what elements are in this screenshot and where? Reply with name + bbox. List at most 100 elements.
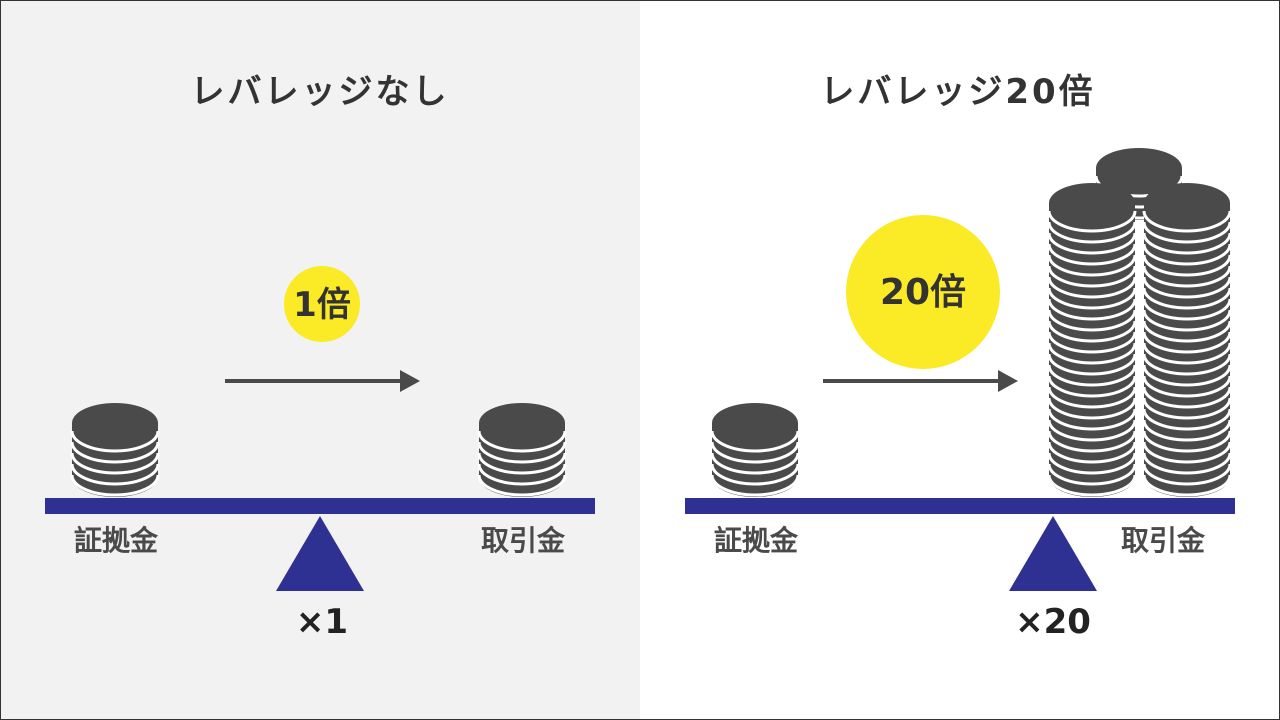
coin-separator <box>710 452 800 475</box>
left-badge-circle <box>284 266 360 342</box>
coin-separator <box>1142 254 1232 277</box>
coin-separator <box>1047 419 1137 442</box>
coin-separator <box>1142 441 1232 464</box>
coin-separator <box>1142 320 1232 343</box>
coin-separator <box>1047 232 1137 255</box>
coin-separator <box>1142 419 1232 442</box>
coin-separator <box>1142 298 1232 321</box>
right-panel-title: レバレッジ20倍 <box>820 72 1095 112</box>
coin-separator <box>710 441 800 464</box>
coin-separator <box>1047 408 1137 431</box>
coin-separator <box>1142 397 1232 420</box>
balance-beam <box>45 498 595 514</box>
coin-separator <box>1047 243 1137 266</box>
right-panel: レバレッジ20倍 20倍 証拠金 取引金 ×20 <box>685 72 1235 642</box>
coin-separator <box>477 452 567 475</box>
coin-separator <box>1142 342 1232 365</box>
coin-separator <box>1142 474 1232 497</box>
coin-separator <box>1142 287 1232 310</box>
coin-separator <box>1142 430 1232 453</box>
coin-separator <box>1142 221 1232 244</box>
left-panel-title: レバレッジなし <box>191 72 450 112</box>
coin-stack-icon <box>70 403 160 497</box>
coin-separator <box>1047 474 1137 497</box>
arrow-right-icon <box>225 370 420 392</box>
coin-stack-icon <box>1047 183 1137 497</box>
coin-separator <box>1047 331 1137 354</box>
coin-separator <box>1047 254 1137 277</box>
coin-separator <box>477 430 567 453</box>
coin-separator <box>710 430 800 453</box>
margin-label: 証拠金 <box>714 524 799 557</box>
coin-separator <box>1047 452 1137 475</box>
coin-separator <box>1142 309 1232 332</box>
coin-separator <box>477 463 567 486</box>
coin-separator <box>1047 265 1137 288</box>
coin-separator <box>1047 287 1137 310</box>
coin-separator <box>1047 320 1137 343</box>
coin-top-face <box>72 403 158 443</box>
trade-amount-label: 取引金 <box>1121 524 1206 557</box>
coin-separator <box>1142 375 1232 398</box>
coin-separator <box>1047 386 1137 409</box>
coin-separator <box>1142 276 1232 299</box>
coin-separator <box>1047 430 1137 453</box>
coin-stack-icon <box>710 403 800 497</box>
coin-separator <box>1047 210 1137 233</box>
coin-separator <box>1047 353 1137 376</box>
coin-separator <box>1142 353 1232 376</box>
coin-top-face <box>1144 183 1230 223</box>
coin-separator <box>70 463 160 486</box>
coin-top-face <box>712 403 798 443</box>
coin-separator <box>1142 232 1232 255</box>
coin-separator <box>477 441 567 464</box>
left-panel: レバレッジなし 1倍 証拠金 取引金 ×1 <box>45 72 595 642</box>
coin-separator <box>70 430 160 453</box>
coin-separator <box>1047 463 1137 486</box>
right-badge-circle <box>846 215 1000 369</box>
left-badge-text: 1倍 <box>293 285 351 325</box>
coin-separator <box>1142 408 1232 431</box>
coin-body <box>1144 203 1230 497</box>
coin-separator <box>70 474 160 497</box>
coin-body <box>72 423 158 497</box>
coin-separator <box>1142 463 1232 486</box>
coin-stack-icon <box>477 403 567 497</box>
coin-separator <box>70 441 160 464</box>
left-panel-background <box>0 0 640 720</box>
coin-separator <box>1047 298 1137 321</box>
multiplier-label: ×20 <box>1015 602 1091 642</box>
coin-body <box>712 423 798 497</box>
coin-top-face <box>479 403 565 443</box>
coin-separator <box>70 452 160 475</box>
margin-label: 証拠金 <box>74 524 159 557</box>
coin-top-face <box>1049 183 1135 223</box>
triangle-fulcrum-icon <box>1009 516 1097 591</box>
arrow-right-icon <box>823 370 1018 392</box>
coin-separator <box>710 463 800 486</box>
balance-beam <box>685 498 1235 514</box>
coin-separator <box>1047 221 1137 244</box>
coin-body <box>1049 203 1135 497</box>
coin-separator <box>1142 364 1232 387</box>
coin-separator <box>1047 441 1137 464</box>
coin-separator <box>1047 342 1137 365</box>
coin-separator <box>710 474 800 497</box>
coin-separator <box>1142 243 1232 266</box>
multiplier-label: ×1 <box>296 602 348 642</box>
right-badge-text: 20倍 <box>880 272 966 313</box>
coin-stack-icon <box>1142 183 1232 497</box>
coin-body <box>479 423 565 497</box>
coin-separator <box>1142 331 1232 354</box>
coin-separator <box>1047 364 1137 387</box>
coin-separator <box>1142 386 1232 409</box>
coin-separator <box>1142 265 1232 288</box>
coin-separator <box>1047 309 1137 332</box>
coin-separator <box>1047 276 1137 299</box>
coin-separator <box>477 474 567 497</box>
coin-separator <box>1047 397 1137 420</box>
coin-separator <box>1142 210 1232 233</box>
coin-separator <box>1047 375 1137 398</box>
